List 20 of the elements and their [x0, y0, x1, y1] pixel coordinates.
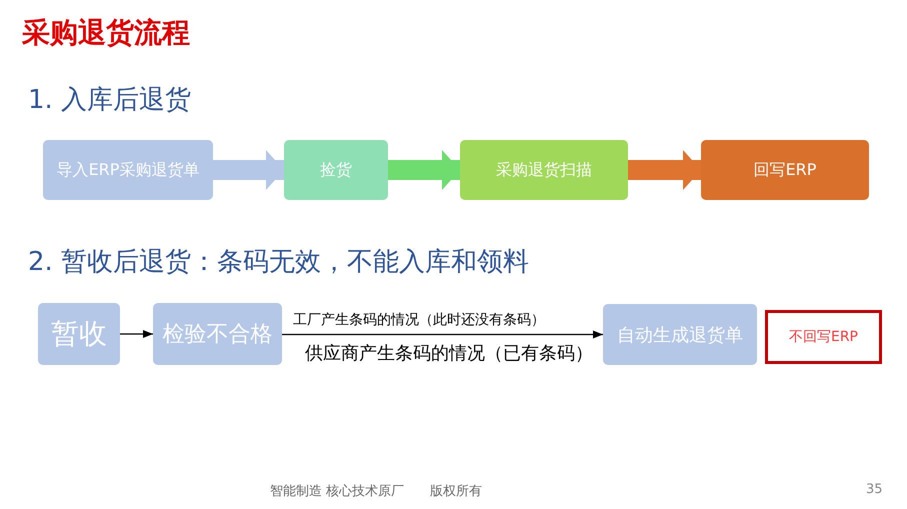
process-box: 采购退货扫描	[460, 140, 628, 200]
process-box: 检验不合格	[153, 303, 282, 365]
note-text: 供应商产生条码的情况（已有条码）	[305, 342, 593, 365]
footer-text: 智能制造 核心技术原厂	[270, 483, 404, 500]
process-box: 捡货	[284, 140, 388, 200]
arrow	[282, 330, 603, 338]
footer-text: 版权所有	[430, 483, 482, 500]
page-number: 35	[866, 482, 883, 497]
block-arrow	[388, 150, 460, 190]
section-heading: 1. 入库后退货	[28, 84, 192, 117]
arrow	[120, 330, 153, 338]
block-arrow	[628, 150, 701, 190]
section-heading: 2. 暂收后退货：条码无效，不能入库和领料	[28, 246, 530, 279]
note-box: 不回写ERP	[765, 310, 882, 364]
process-box: 自动生成退货单	[603, 304, 757, 365]
process-box: 暂收	[38, 303, 120, 365]
process-box: 导入ERP采购退货单	[43, 140, 213, 200]
block-arrow	[213, 150, 284, 190]
page-title: 采购退货流程	[22, 15, 190, 51]
process-box: 回写ERP	[701, 140, 869, 200]
